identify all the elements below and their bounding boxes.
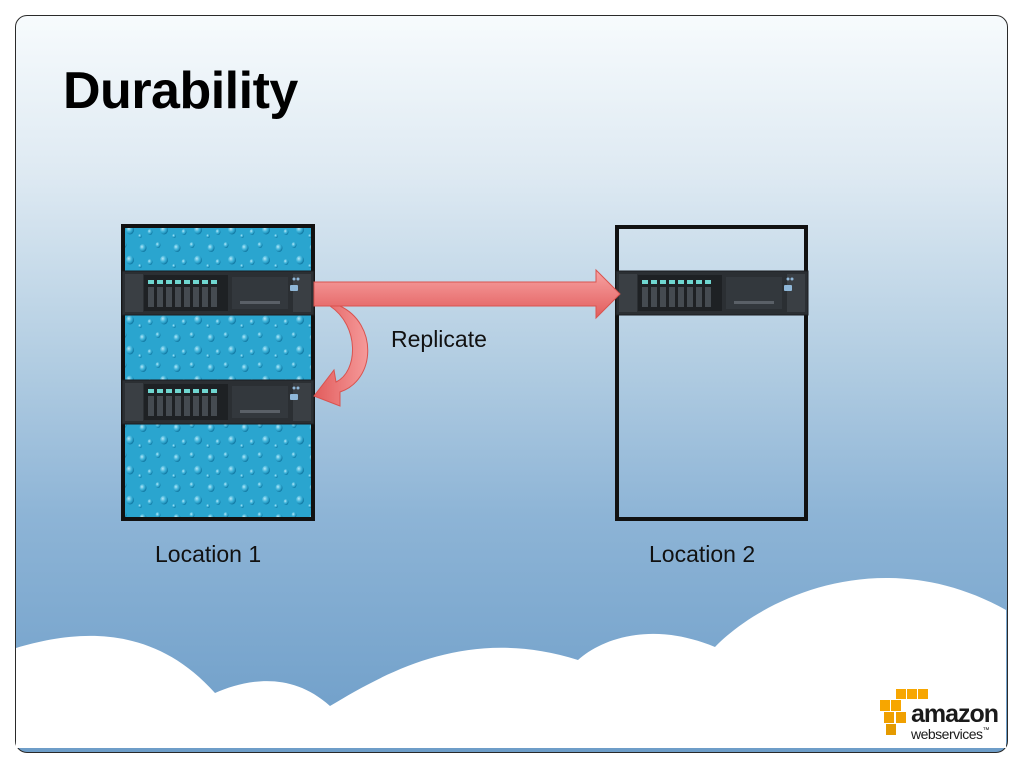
water-texture bbox=[123, 226, 313, 519]
server-icon bbox=[121, 270, 315, 316]
aws-logo-trademark: ™ bbox=[982, 727, 990, 734]
server-icon bbox=[615, 270, 809, 316]
local-copy-arrow bbox=[313, 305, 369, 407]
aws-logo: amazon webservices™ bbox=[911, 702, 1001, 743]
rack-location-2 bbox=[615, 225, 808, 521]
location-1-label: Location 1 bbox=[155, 541, 262, 567]
slide-title: Durability bbox=[63, 62, 298, 120]
replicate-label: Replicate bbox=[391, 326, 487, 352]
clouds bbox=[16, 578, 1006, 748]
replicate-arrow bbox=[313, 268, 621, 320]
location-2-label: Location 2 bbox=[649, 541, 756, 567]
rack-location-1 bbox=[121, 224, 315, 521]
server-icon bbox=[121, 379, 315, 425]
aws-logo-brand: amazon bbox=[911, 700, 999, 728]
aws-cubes-icon bbox=[880, 689, 928, 735]
aws-logo-sub: webservices bbox=[911, 726, 983, 742]
